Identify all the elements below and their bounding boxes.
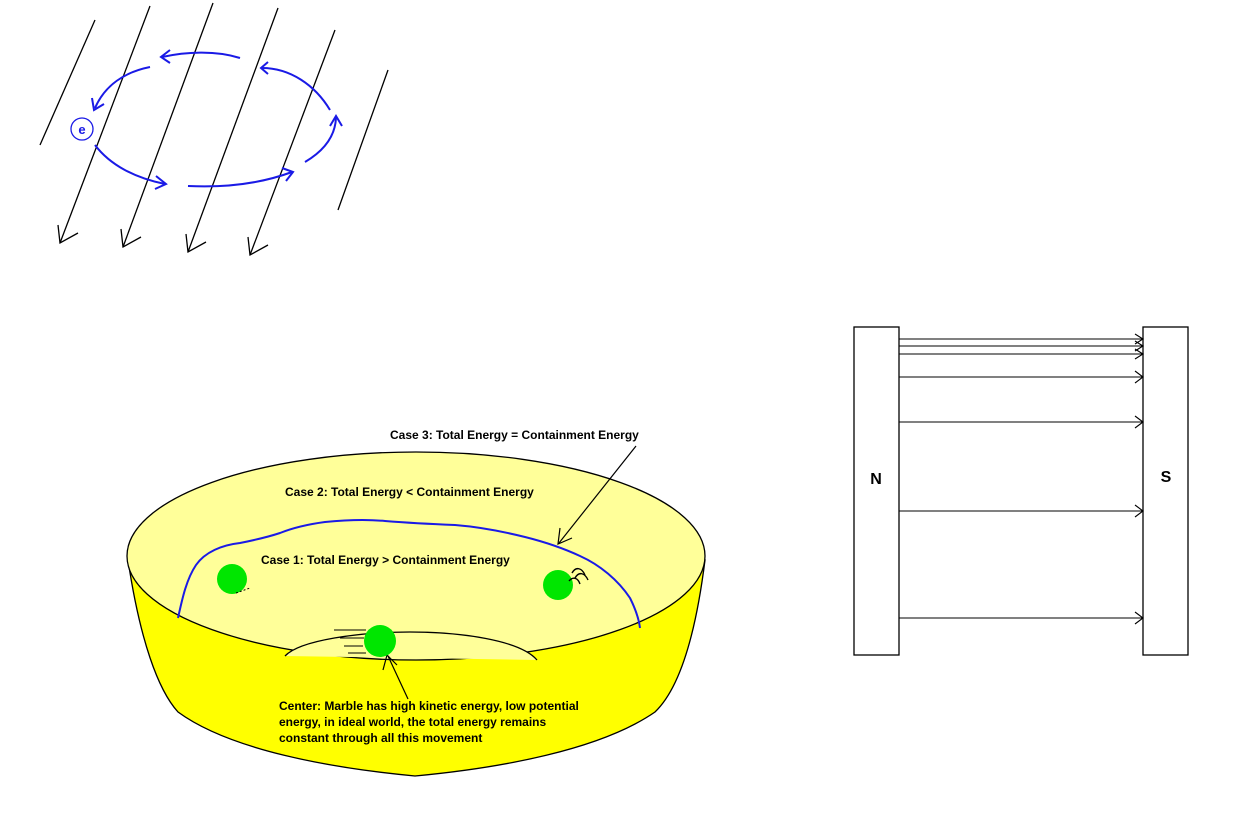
center-note-line: energy, in ideal world, the total energy… [279,715,547,729]
electron: e [70,117,94,141]
case3-pointer-arrow [557,445,637,545]
south-pole-block [1142,326,1189,656]
electron-field-diagram: e [39,2,389,257]
field-line [337,69,389,211]
field-line [187,7,279,253]
marble-center [334,625,396,657]
field-line-arrowhead [185,233,207,254]
marble-right [543,568,589,600]
field-line-arrowhead [57,224,79,245]
center-note-line: Center: Marble has high kinetic energy, … [279,699,579,713]
motion-lines [334,629,366,654]
case2-label: Case 2: Total Energy < Containment Energ… [285,485,534,499]
south-pole-label: S [1161,469,1172,486]
marble-left [217,564,251,594]
case1-label: Case 1: Total Energy > Containment Energ… [261,553,510,567]
bowl-rim [126,451,706,661]
bowl-energy-diagram: Case 3: Total Energy = Containment Energ… [126,428,706,777]
north-pole-block [853,326,900,656]
field-line-arrowhead [120,228,142,249]
center-note: Center: Marble has high kinetic energy, … [279,699,579,745]
magnet-field-lines [899,333,1145,625]
electron-label: e [78,122,85,137]
field-line [39,19,96,146]
center-note-line: constant through all this movement [279,731,482,745]
electron-orbit-path [91,49,343,190]
field-line [59,5,151,244]
case3-label: Case 3: Total Energy = Containment Energ… [390,428,639,442]
containment-energy-boundary [177,518,641,629]
field-line-arrowhead [247,236,269,257]
magnet-field-diagram: N S [853,326,1189,656]
field-line [249,29,336,256]
magnetic-field-lines [39,2,389,257]
north-pole-label: N [870,471,882,488]
field-line [122,2,214,248]
